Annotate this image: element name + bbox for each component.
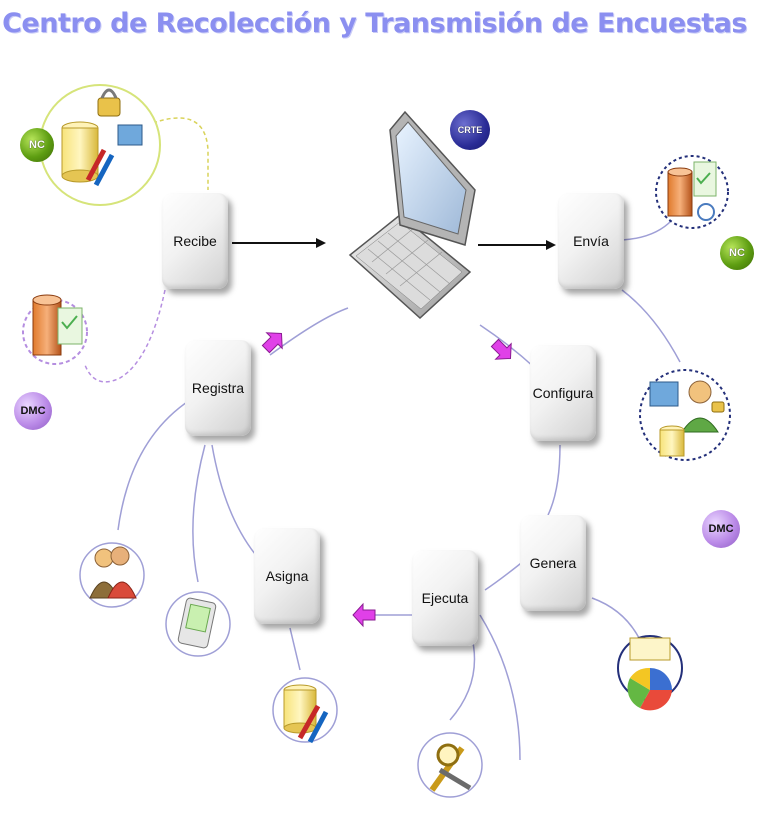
pda-picture bbox=[165, 591, 231, 657]
nc-left-picture bbox=[39, 84, 161, 206]
tools-picture bbox=[417, 732, 483, 798]
node-registra[interactable]: Registra bbox=[185, 340, 251, 436]
node-asigna[interactable]: Asigna bbox=[254, 528, 320, 624]
database-tools-picture bbox=[272, 677, 338, 744]
nc-badge-left: NC bbox=[20, 128, 54, 162]
node-configura[interactable]: Configura bbox=[530, 345, 596, 441]
dmc-left-picture bbox=[22, 294, 88, 365]
magenta-arrow-registra bbox=[261, 332, 283, 354]
magenta-arrow-asigna bbox=[352, 602, 376, 628]
people-picture bbox=[79, 542, 145, 608]
node-ejecuta[interactable]: Ejecuta bbox=[412, 550, 478, 646]
nc-right-picture bbox=[655, 155, 729, 229]
magenta-arrow-configura bbox=[490, 338, 512, 360]
dmc-badge-left: DMC bbox=[14, 392, 52, 430]
connector-lines bbox=[117, 219, 681, 761]
arrow-recibe-to-laptop bbox=[232, 238, 326, 248]
report-picture bbox=[617, 635, 683, 711]
arrow-laptop-to-envia bbox=[478, 240, 556, 250]
node-recibe[interactable]: Recibe bbox=[162, 193, 228, 289]
laptop-icon bbox=[348, 110, 476, 320]
crte-badge: CRTE bbox=[450, 110, 490, 150]
node-envia[interactable]: Envía bbox=[558, 193, 624, 289]
dmc-right-picture bbox=[639, 369, 731, 461]
dmc-badge-right: DMC bbox=[702, 510, 740, 548]
node-genera[interactable]: Genera bbox=[520, 515, 586, 611]
page-title: Centro de Recolección y Transmisión de E… bbox=[2, 8, 747, 39]
nc-badge-right: NC bbox=[720, 236, 754, 270]
dashed-link-left bbox=[84, 289, 166, 383]
